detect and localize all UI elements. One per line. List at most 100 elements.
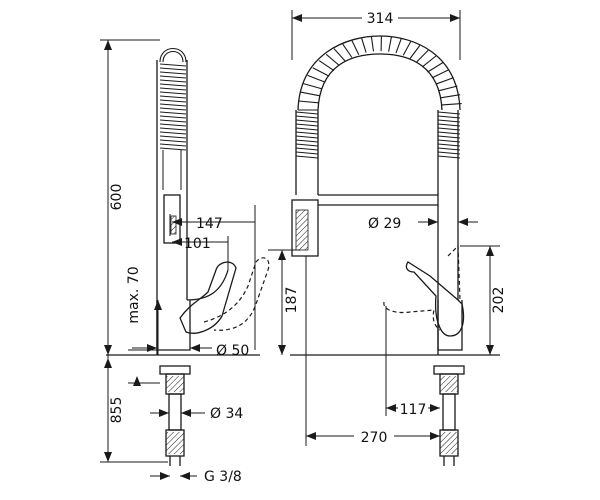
coil-ring: [437, 147, 461, 151]
coil-ring: [159, 115, 187, 119]
coil-ring: [295, 139, 319, 143]
coil-ring: [159, 107, 187, 111]
coil-ring: [159, 147, 187, 151]
coil-ring: [295, 155, 319, 159]
coil-ring: [295, 111, 319, 115]
coil-ring: [159, 95, 187, 99]
coil-ring: [295, 131, 319, 135]
coil-ring: [159, 75, 187, 79]
coil-ring: [440, 94, 461, 99]
coil-ring: [159, 91, 187, 95]
dim-spray-diameter: Ø 29: [368, 216, 401, 232]
dim-shank-diameter: Ø 34: [210, 406, 243, 422]
front-lever: [179, 261, 237, 334]
coil-ring: [159, 103, 187, 107]
dim-coil-width: 314: [367, 11, 394, 27]
side-mount-nut: [433, 365, 465, 375]
coil-ring: [395, 38, 402, 54]
coil-ring: [342, 43, 353, 58]
dim-lever-offset: 117: [400, 402, 427, 418]
side-shank: [442, 393, 456, 431]
coil-ring: [298, 100, 319, 104]
coil-ring: [351, 40, 360, 55]
side-coil-outer: [297, 35, 461, 111]
coil-ring: [295, 135, 319, 139]
dim-spray-park-height: 187: [284, 287, 300, 314]
coil-ring: [295, 123, 319, 127]
coil-ring: [159, 123, 187, 127]
coil-ring: [159, 71, 187, 75]
coil-ring: [427, 62, 444, 73]
side-coil-inner: [317, 53, 443, 111]
front-shank: [168, 393, 182, 431]
dim-base-diameter: Ø 50: [216, 343, 249, 359]
coil-ring: [159, 63, 187, 67]
coil-ring: [159, 131, 187, 135]
coil-ring: [295, 119, 319, 123]
coil-ring: [437, 131, 461, 135]
dim-arm-height: max. 70: [126, 266, 142, 323]
coil-ring: [159, 87, 187, 91]
coil-ring: [159, 99, 187, 103]
coil-ring: [437, 127, 461, 131]
coil-ring: [295, 151, 319, 155]
coil-ring: [437, 143, 461, 147]
coil-ring: [159, 119, 187, 123]
coil-ring: [295, 147, 319, 151]
side-dimensions: 314 Ø 29 187 202 117 270: [268, 8, 507, 446]
dim-spout-reach-side: 270: [361, 430, 388, 446]
coil-ring: [437, 135, 461, 139]
coil-ring: [421, 55, 437, 68]
coil-ring: [303, 83, 323, 90]
front-mount-nut: [159, 365, 191, 375]
coil-ring: [333, 48, 346, 62]
coil-ring: [370, 36, 375, 52]
coil-ring: [295, 115, 319, 119]
coil-ring: [437, 155, 461, 159]
coil-ring: [388, 36, 392, 52]
coil-ring: [159, 127, 187, 131]
coil-ring: [437, 111, 461, 115]
coil-ring: [409, 45, 421, 59]
coil-ring: [300, 91, 320, 97]
side-spray-head: [291, 199, 319, 257]
coil-ring: [159, 79, 187, 83]
dim-below-counter: 855: [109, 397, 125, 424]
coil-ring: [312, 67, 330, 77]
coil-ring: [295, 127, 319, 131]
coil-ring: [159, 67, 187, 71]
dim-thread: G 3/8: [204, 469, 242, 485]
coil-ring: [318, 60, 335, 72]
side-lever: [405, 261, 465, 337]
front-coil-spring: [159, 47, 187, 151]
coil-ring: [437, 139, 461, 143]
coil-ring: [159, 111, 187, 115]
coil-ring: [159, 83, 187, 87]
dim-lever-reach-front: 101: [184, 236, 211, 252]
coil-ring: [159, 139, 187, 143]
coil-ring: [437, 151, 461, 155]
dim-spout-reach-front: 147: [196, 216, 223, 232]
coil-ring: [437, 115, 461, 119]
coil-ring: [437, 119, 461, 123]
coil-ring: [438, 85, 458, 92]
coil-ring: [325, 53, 340, 66]
coil-ring: [435, 77, 454, 85]
dim-lever-height: 202: [491, 287, 507, 314]
coil-ring: [307, 74, 326, 83]
coil-ring: [437, 123, 461, 127]
front-view: [106, 47, 270, 466]
side-lever-ghost: [383, 301, 441, 331]
coil-ring: [361, 37, 367, 53]
coil-ring: [159, 135, 187, 139]
front-dimensions: 600 max. 70 147 101 Ø 50 855: [100, 39, 256, 485]
coil-ring: [431, 69, 450, 79]
front-body: [156, 300, 191, 351]
coil-ring: [295, 143, 319, 147]
coil-ring: [441, 103, 462, 106]
side-coil-spring: [295, 36, 462, 159]
side-view: [290, 35, 500, 466]
dim-overall-height: 600: [109, 184, 125, 211]
coil-ring: [416, 49, 429, 63]
